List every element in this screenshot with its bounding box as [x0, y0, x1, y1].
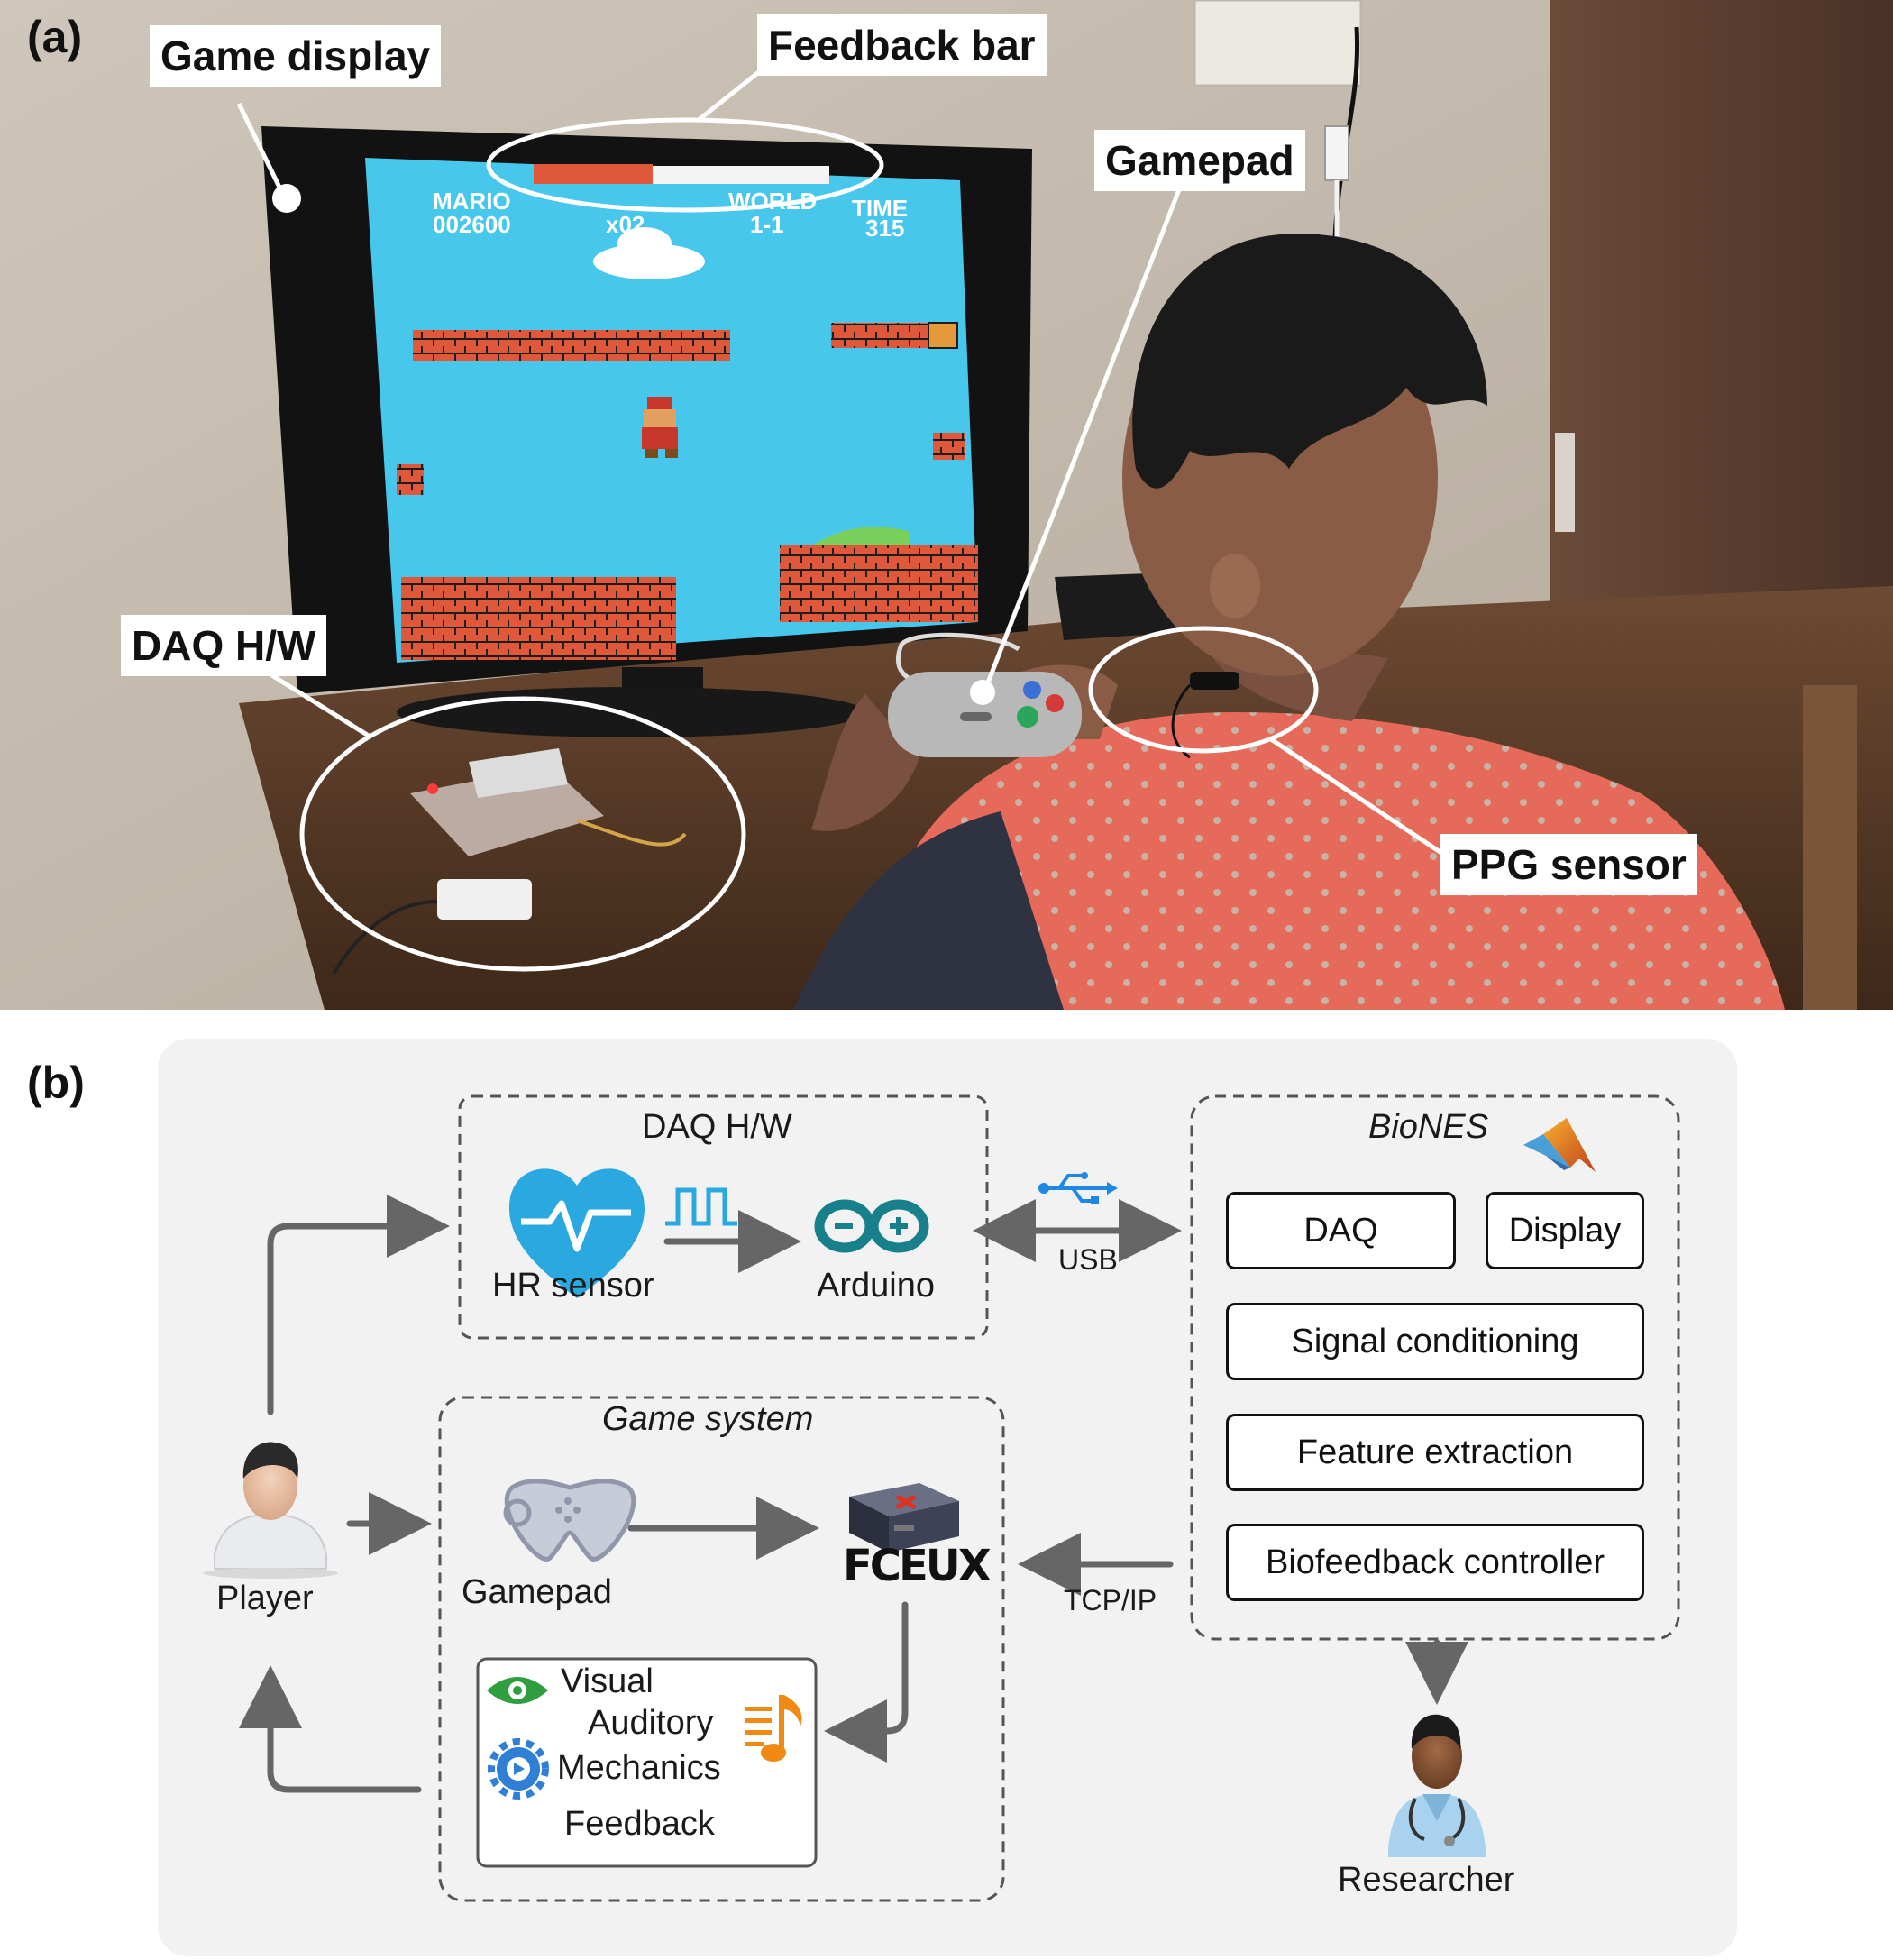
matlab-logo: [1523, 1118, 1596, 1172]
ground-left: [401, 577, 676, 660]
fceux-logo: FCEUX: [843, 1541, 992, 1591]
tcp-ip-label: TCP/IP: [1064, 1584, 1157, 1617]
feedback-to-player-arrow: [239, 1665, 422, 1793]
player-to-daq-arrow: [267, 1195, 450, 1415]
feedback-mechanics-label: Mechanics: [557, 1749, 721, 1787]
gamepad-dot: [970, 680, 995, 705]
feedback-bar-leader: [697, 66, 766, 122]
brick-block-left: [397, 464, 424, 495]
plug: [1324, 125, 1349, 181]
ground-right: [780, 545, 978, 622]
hr-sensor-label: HR sensor: [492, 1267, 654, 1305]
player-person: [793, 234, 1785, 1010]
module-display: Display: [1486, 1192, 1644, 1269]
gamepad-leader: [983, 179, 1185, 691]
daq-leader: [269, 672, 373, 740]
game-group-title: Game system: [602, 1400, 814, 1438]
eye-icon: [487, 1677, 548, 1704]
table-leg: [1803, 685, 1857, 1010]
brick-platform-right: [831, 323, 928, 348]
mario-sprite: [642, 397, 678, 458]
gamepad-label: Gamepad: [462, 1573, 612, 1611]
feedback-visual-label: Visual: [561, 1662, 654, 1700]
hud-world: 1-1: [750, 211, 784, 238]
module-daq: DAQ: [1226, 1192, 1456, 1269]
game-display-dot: [272, 184, 301, 213]
wall-switch: [1555, 433, 1575, 532]
callout-game-display: Game display: [150, 25, 442, 87]
panel-b-letter: (b): [27, 1058, 85, 1108]
panel-a-letter: (a): [27, 12, 83, 62]
feedback-box-border: [476, 1657, 818, 1868]
cloud: [593, 243, 705, 279]
daq-ring: [299, 696, 746, 972]
gear-icon: [488, 1738, 549, 1800]
pulse-icon: [665, 1187, 737, 1226]
game-display-leader: [236, 102, 287, 198]
ppg-ring: [1088, 626, 1319, 754]
gamepad-icon: [503, 1479, 636, 1562]
feedback-auditory-label: Auditory: [588, 1704, 714, 1742]
music-icon: [745, 1695, 802, 1762]
fceux-to-feedback-arrow: [824, 1601, 909, 1763]
feedback-bar-fill: [534, 164, 653, 184]
researcher-avatar: [1388, 1714, 1486, 1857]
biones-group-title: BioNES: [1368, 1108, 1489, 1146]
ppg-leader: [1269, 737, 1449, 859]
brick-platform-left: [413, 330, 730, 361]
module-biofeedback-controller: Biofeedback controller: [1226, 1524, 1644, 1601]
feedback-bar-ring: [486, 117, 884, 213]
hud-time: 315: [865, 215, 904, 242]
hud-score: 002600: [433, 211, 511, 238]
heart-icon: [509, 1168, 645, 1298]
usb-label: USB: [1058, 1243, 1118, 1276]
hud-mario-label: MARIO: [433, 188, 511, 215]
module-feature-extraction: Feature extraction: [1226, 1414, 1644, 1491]
nes-console-icon: [849, 1483, 959, 1552]
arduino-icon: [814, 1199, 929, 1253]
game-screen: MARIO 002600 x02 WORLD 1-1 TIME 315: [365, 158, 978, 663]
feedback-bar-empty: [653, 166, 829, 184]
switchboard: [1193, 0, 1363, 87]
daq-hardware: [332, 748, 687, 975]
arduino-label: Arduino: [817, 1267, 935, 1305]
researcher-label: Researcher: [1338, 1861, 1515, 1899]
hud-time-label: TIME: [852, 195, 908, 222]
biones-group-border: [1190, 1094, 1680, 1641]
callout-gamepad: Gamepad: [1094, 130, 1305, 191]
callout-daq-hw: DAQ H/W: [121, 615, 327, 676]
gamepad-photo: [888, 672, 1082, 757]
callout-ppg-sensor: PPG sensor: [1440, 834, 1697, 895]
usb-icon: [1038, 1172, 1118, 1204]
question-block: [928, 322, 958, 349]
cloud-top: [617, 227, 672, 260]
game-group-border: [438, 1396, 1005, 1902]
callout-feedback-bar: Feedback bar: [757, 14, 1047, 76]
photo-panel: MARIO 002600 x02 WORLD 1-1 TIME 315: [0, 0, 1893, 1010]
daq-group-title: DAQ H/W: [642, 1108, 792, 1146]
player-label: Player: [216, 1580, 314, 1617]
feedback-title-label: Feedback: [564, 1805, 715, 1843]
player-avatar: [203, 1442, 338, 1579]
brick-block-right: [933, 433, 965, 460]
module-signal-conditioning: Signal conditioning: [1226, 1303, 1644, 1380]
